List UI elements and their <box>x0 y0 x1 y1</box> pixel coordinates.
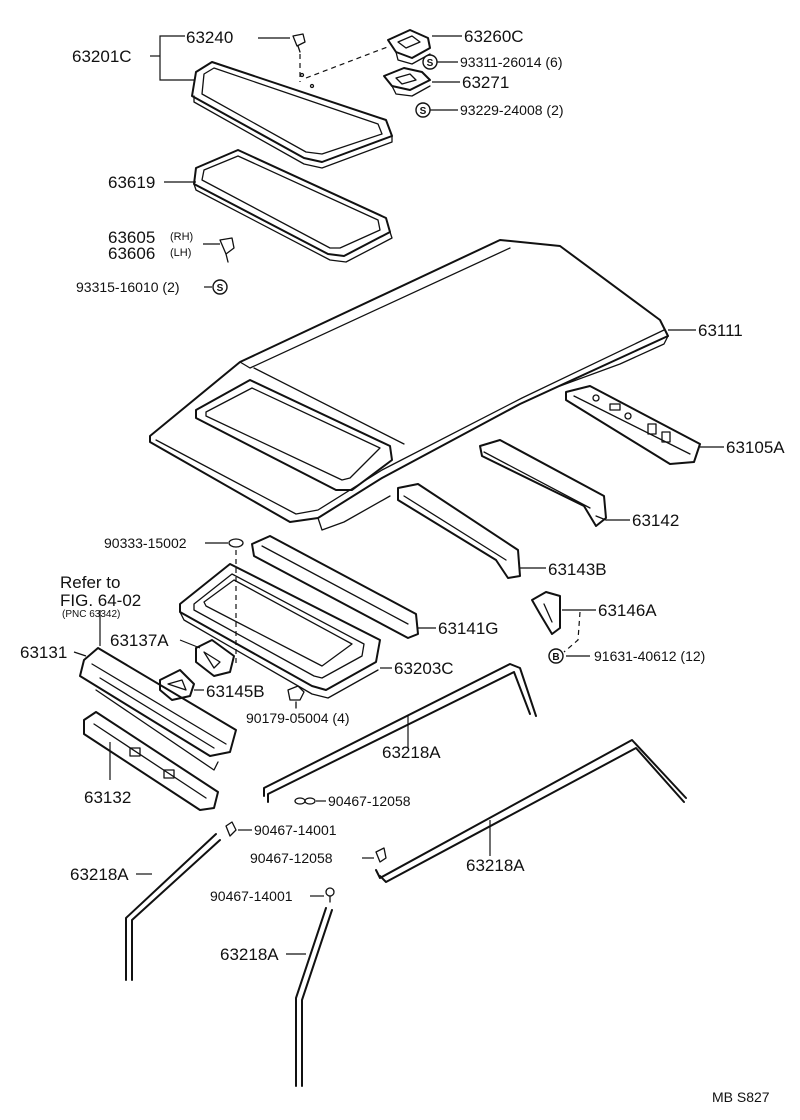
plug-90333 <box>228 538 244 548</box>
symbol-s-93315 <box>212 279 228 295</box>
sunroof-frame-63141g <box>251 535 419 639</box>
symbol-s-93311-text: S <box>427 58 434 69</box>
leader-63131 <box>73 651 87 657</box>
label-63260c: 63260C <box>464 27 524 46</box>
dash-63260c <box>305 45 391 79</box>
label-63132: 63132 <box>84 788 132 807</box>
label-90467-12058-a: 90467-12058 <box>328 793 411 809</box>
label-refer-3: (PNC 63342) <box>62 609 121 620</box>
label-63619: 63619 <box>108 173 156 192</box>
label-refer-2: FIG. 64-02 <box>60 591 142 610</box>
clip-63605 <box>219 237 235 263</box>
sunroof-housing-63203c <box>179 563 381 699</box>
label-93315: 93315-16010 (2) <box>76 279 180 295</box>
drain-hose-right <box>375 739 687 879</box>
symbol-b-91631-text: B <box>552 652 559 663</box>
drain-hose-lower-b <box>301 909 333 1087</box>
roof-bow-63143b <box>397 483 521 579</box>
label-90467-12058-b: 90467-12058 <box>250 850 333 866</box>
clip-90467-14001-a <box>225 821 237 837</box>
label-63218a-2: 63218A <box>466 856 525 875</box>
label-63605-side: (RH) <box>170 231 194 243</box>
label-63137a: 63137A <box>110 631 169 650</box>
label-63145b: 63145B <box>206 682 265 701</box>
clip-90467-14001-b <box>325 887 335 903</box>
label-63105a: 63105A <box>726 438 785 457</box>
label-63131: 63131 <box>20 643 68 662</box>
label-63143b: 63143B <box>548 560 607 579</box>
symbol-s-93311 <box>422 54 438 70</box>
drain-hose-upper <box>263 663 537 797</box>
drain-hose-upper-b <box>267 671 531 803</box>
label-63218a-1: 63218A <box>382 743 441 762</box>
bracket-63271 <box>383 67 431 97</box>
motor-63137a <box>195 639 235 677</box>
symbol-b-91631 <box>548 648 564 664</box>
motor-63145b <box>159 669 195 701</box>
label-63141g: 63141G <box>438 619 499 638</box>
label-90467-14001-b: 90467-14001 <box>210 888 293 904</box>
label-63218a-3: 63218A <box>70 865 129 884</box>
label-63271: 63271 <box>462 73 510 92</box>
label-63201c: 63201C <box>72 47 132 66</box>
clip-63240 <box>292 33 306 53</box>
bracket-63260c <box>387 29 431 65</box>
symbol-s-93229-text: S <box>420 106 427 117</box>
label-63606-side: (LH) <box>170 247 192 259</box>
drain-hose-left-b <box>131 839 221 981</box>
label-90467-14001-a: 90467-14001 <box>254 822 337 838</box>
roof-panel-63111 <box>149 239 669 531</box>
label-63606: 63606 <box>108 244 156 263</box>
label-63605: 63605 <box>108 228 156 247</box>
glass-panel-63201c <box>191 61 393 169</box>
symbol-s-93315-text: S <box>217 283 224 294</box>
dash-91631 <box>563 611 581 653</box>
front-header-63131 <box>79 647 237 771</box>
drain-hose-left <box>125 833 217 981</box>
label-63146a: 63146A <box>598 601 657 620</box>
label-63218a-4: 63218A <box>220 945 279 964</box>
label-refer-1: Refer to <box>60 573 121 592</box>
diagram-code: MB S827 <box>712 1089 770 1105</box>
front-header-63132 <box>83 711 219 811</box>
label-90333: 90333-15002 <box>104 535 187 551</box>
label-90179: 90179-05004 (4) <box>246 710 350 726</box>
label-63203c: 63203C <box>394 659 454 678</box>
nut-90179 <box>287 685 305 709</box>
label-91631: 91631-40612 (12) <box>594 648 706 664</box>
clip-90467-12058-b <box>375 847 387 863</box>
label-93229: 93229-24008 (2) <box>460 102 564 118</box>
label-63142: 63142 <box>632 511 680 530</box>
bracket-63201c <box>159 35 194 81</box>
label-93311: 93311-26014 (6) <box>460 54 563 70</box>
weatherstrip-63619 <box>193 149 393 263</box>
drain-hose-lower <box>295 907 327 1087</box>
leader-63137a <box>179 639 201 649</box>
symbol-s-93229 <box>415 102 431 118</box>
roof-bow-63142 <box>479 439 607 527</box>
label-63111: 63111 <box>698 321 743 340</box>
clip-90467-12058-a <box>294 797 316 805</box>
label-63240: 63240 <box>186 28 234 47</box>
bracket-63146a <box>531 591 561 635</box>
rear-header-63105a <box>565 385 701 465</box>
drain-hose-right-b <box>379 747 685 883</box>
